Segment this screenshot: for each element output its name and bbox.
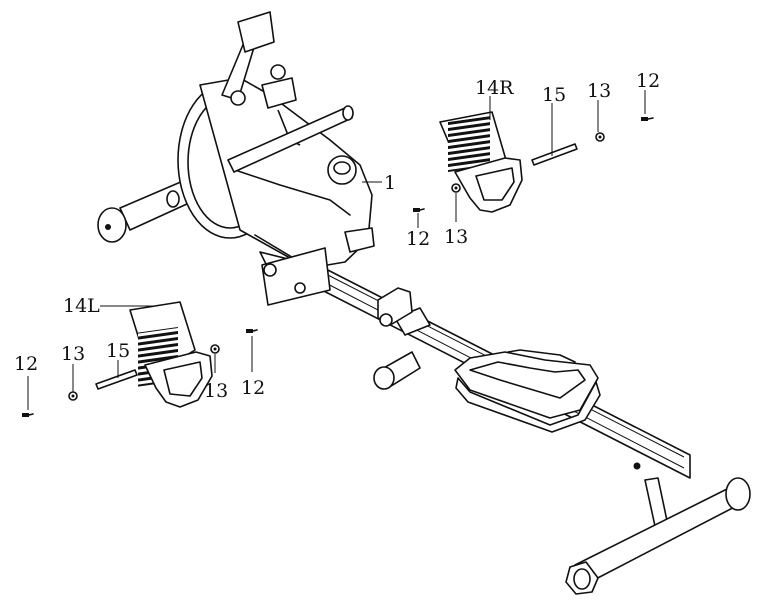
washer-left-inner [210, 344, 220, 354]
leader-lines [27, 90, 646, 410]
pin-right [531, 143, 578, 166]
pin-left [95, 369, 138, 390]
callout-15-right: 15 [542, 84, 566, 106]
bolt-right-inner [413, 208, 425, 212]
rear-stabilizer [565, 477, 751, 595]
callout-13-left-inner: 13 [204, 380, 228, 402]
bolt-left-inner [246, 329, 258, 333]
callout-12-right: 12 [636, 70, 660, 92]
washer-left-outer [68, 391, 78, 401]
base-bracket [261, 247, 331, 306]
washer-right-outer [595, 132, 605, 142]
callout-14l: 14L [63, 295, 100, 317]
callout-12-mid: 12 [406, 228, 430, 250]
callout-13-right: 13 [587, 80, 611, 102]
callout-1: 1 [384, 172, 396, 194]
callout-12-left: 12 [14, 353, 38, 375]
pedal-right [439, 111, 523, 213]
callout-15-left: 15 [106, 340, 130, 362]
monitor-post [221, 11, 354, 173]
seat [454, 349, 601, 433]
pedal-left [129, 301, 213, 408]
bolt-right-outer [641, 117, 654, 121]
bolt-left-outer [22, 413, 34, 417]
callout-13-mid: 13 [444, 226, 468, 248]
washer-right-inner [451, 183, 461, 193]
callout-13-left: 13 [61, 343, 85, 365]
rail-handle [373, 287, 431, 390]
callout-14r: 14R [475, 77, 514, 99]
callout-12-left-inner: 12 [241, 377, 265, 399]
